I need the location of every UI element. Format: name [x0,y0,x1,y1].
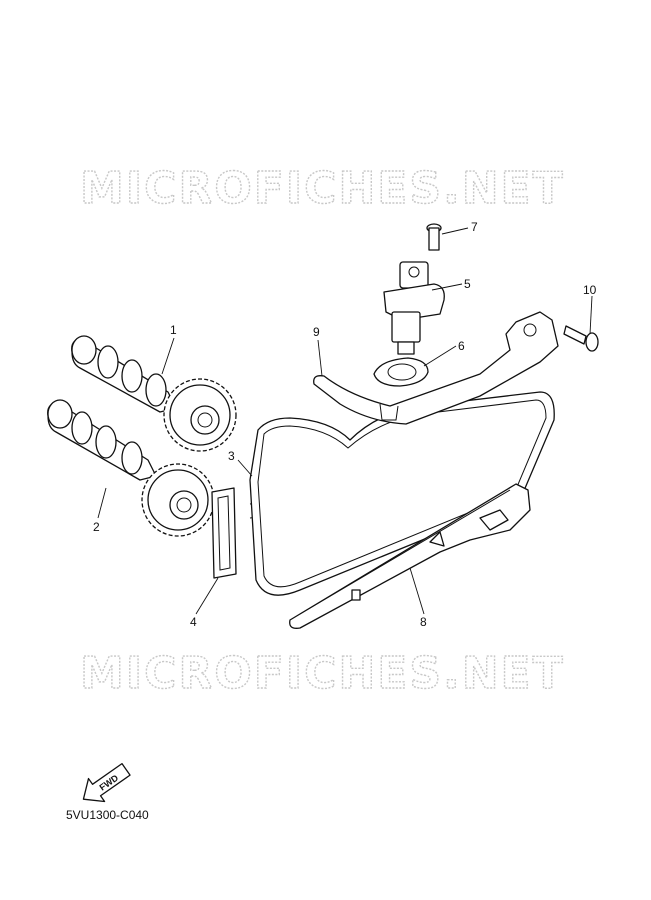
callout-4: 4 [190,615,197,629]
callout-8: 8 [420,615,427,629]
chain-guide-narrow [211,487,237,579]
callout-2: 2 [93,520,100,534]
diagram-code: 5VU1300-C040 [66,808,149,822]
callout-5: 5 [464,277,471,291]
gasket [373,357,429,387]
callout-6: 6 [458,339,465,353]
bolt-tensioner [426,223,442,251]
fwd-arrow-icon: FWD [82,762,131,803]
callout-10: 10 [583,283,597,297]
chain-guide-long [289,483,531,629]
watermark-top: MICROFICHES.NET [80,163,565,214]
leader-lines [97,227,593,615]
camshaft-upper [71,335,237,452]
bolt-guide [563,325,599,352]
camshaft-lower [47,399,215,537]
callout-7: 7 [471,220,478,234]
tensioner-guide-arm [313,311,559,425]
callout-1: 1 [170,323,177,337]
callout-9: 9 [313,325,320,339]
watermark-bottom: MICROFICHES.NET [80,648,565,699]
callout-3: 3 [228,449,235,463]
chain-tensioner [383,261,445,355]
